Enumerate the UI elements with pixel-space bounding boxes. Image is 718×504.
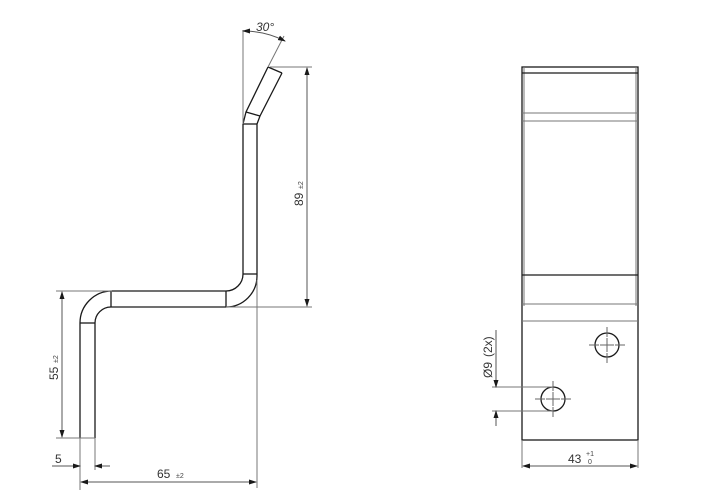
- front-width-tol-upper: +1: [586, 451, 594, 458]
- lower-height-dim-value: 55: [47, 366, 61, 380]
- hole-upper-right: [589, 327, 625, 363]
- side-view: 30° 89 ±2 55 ±2 5 65 ±2: [47, 20, 312, 490]
- hole-dim-text: Ø9 (2x): [481, 336, 495, 378]
- hole-dim-value: Ø9: [481, 362, 495, 378]
- angle-dim-label: 30°: [256, 20, 274, 34]
- hole-lower-left: [535, 381, 571, 417]
- plate-outline: [521, 66, 639, 441]
- angle-extension-inclined: [267, 35, 285, 68]
- thickness-dim-label: 5: [55, 452, 62, 466]
- height-dim-tolerance: ±2: [298, 181, 305, 189]
- front-width-dim-value: 43: [568, 452, 582, 466]
- bracket-profile-outer: [79, 66, 269, 438]
- width-dim-value: 65: [157, 467, 171, 481]
- lower-height-dim-text: 55 ±2: [47, 355, 61, 380]
- hole-dim-note: (2x): [481, 336, 495, 357]
- width-dim-tolerance: ±2: [176, 473, 184, 480]
- front-width-tol-lower: 0: [588, 459, 592, 466]
- front-view: Ø9 (2x) 43 +1 0: [481, 66, 639, 469]
- bracket-profile-inner: [94, 72, 283, 438]
- tip-end: [267, 66, 283, 74]
- angle-dimension-arc: [242, 28, 286, 42]
- height-dim-value: 89: [292, 192, 306, 206]
- height-dim-text: 89 ±2: [292, 181, 306, 206]
- lower-height-dim-tolerance: ±2: [53, 355, 60, 363]
- bend-line: [245, 111, 261, 117]
